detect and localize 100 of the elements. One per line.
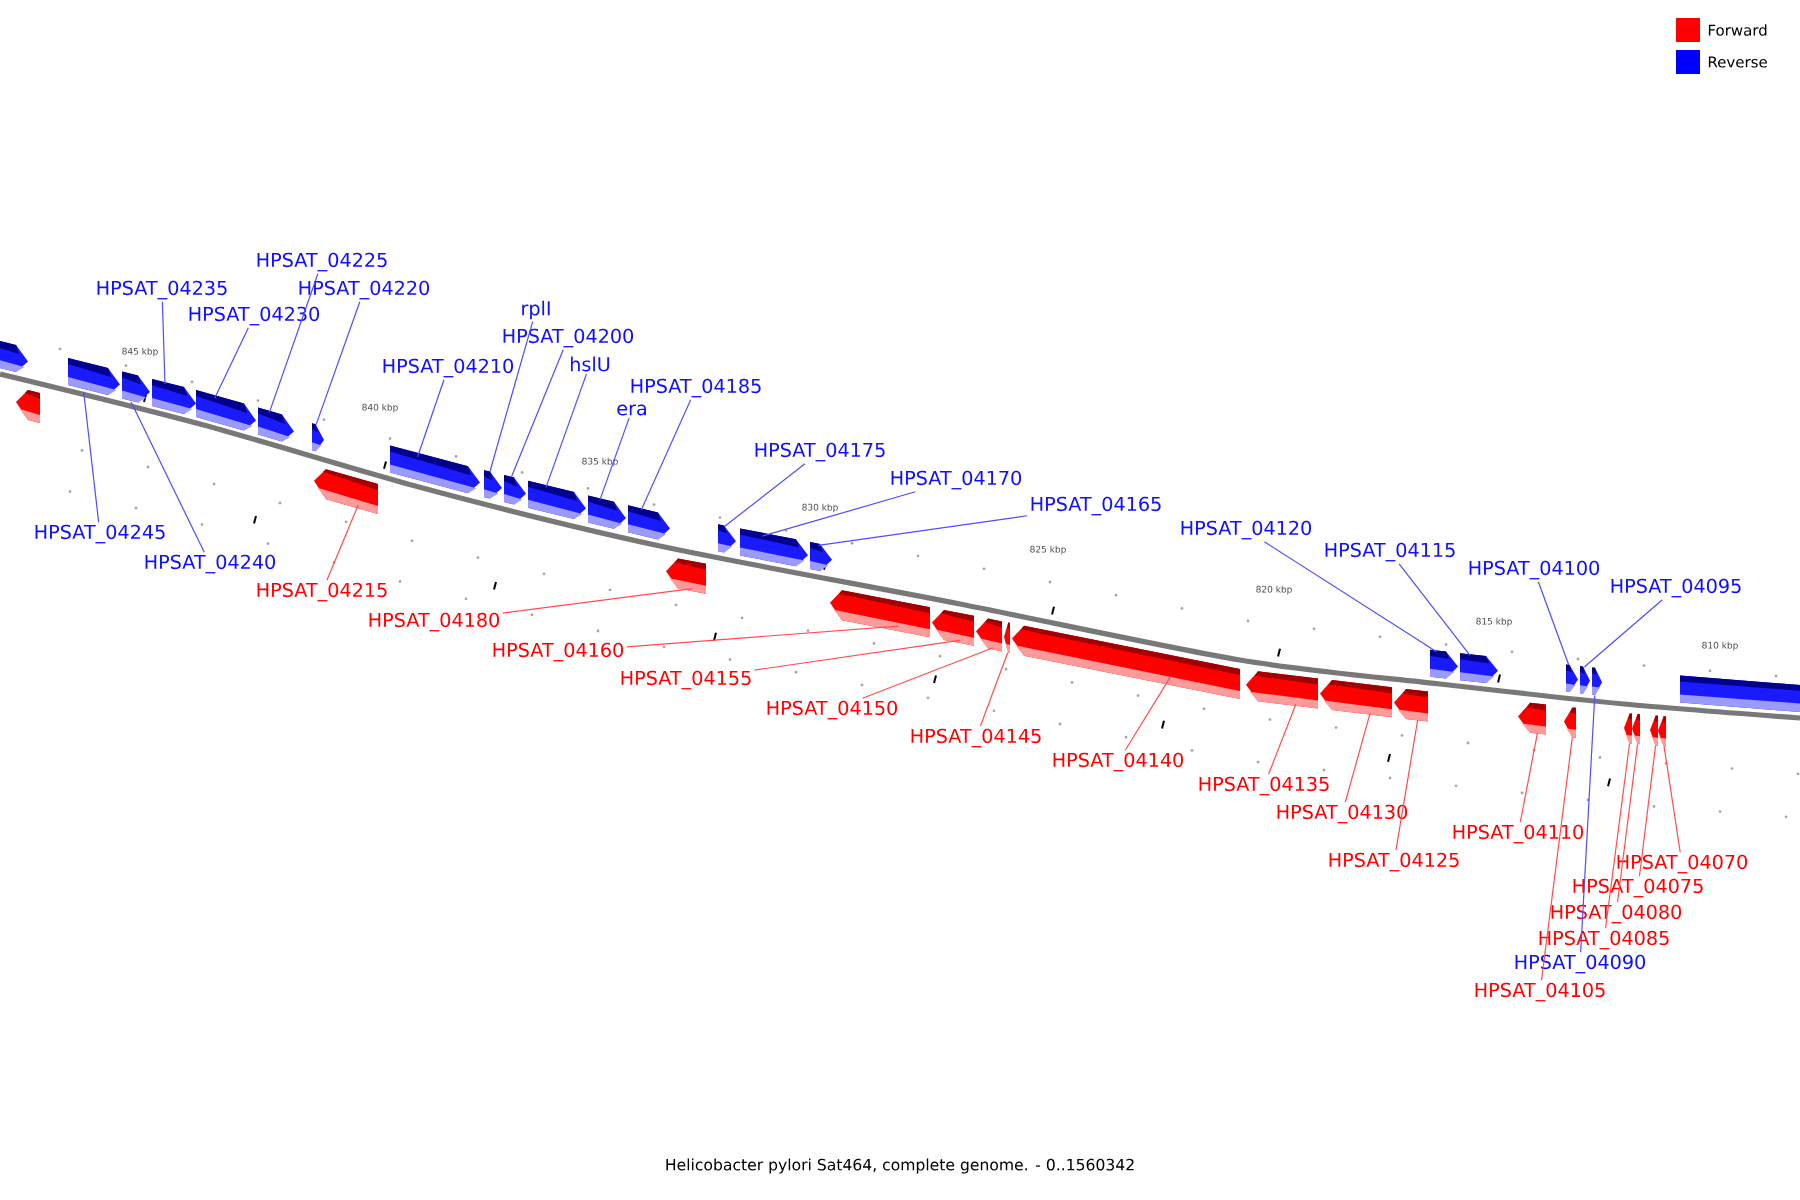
- gene-label: HPSAT_04085: [1539, 930, 1669, 950]
- gene-feature: [1246, 671, 1318, 709]
- gene-feature: [810, 542, 832, 571]
- gene-feature: [588, 495, 626, 529]
- leader-line: [1604, 743, 1631, 929]
- gene-label: HPSAT_04215: [257, 582, 387, 602]
- gene-label: HPSAT_04135: [1199, 776, 1329, 796]
- gene-feature: [1564, 707, 1576, 738]
- leader-line: [861, 647, 994, 699]
- gene-feature: [484, 470, 502, 499]
- leader-line: [599, 417, 630, 501]
- leader-line: [326, 504, 359, 581]
- leader-line: [1583, 599, 1663, 668]
- gene-feature: [196, 390, 256, 431]
- gene-feature: [1580, 666, 1590, 694]
- leader-line: [1537, 581, 1570, 666]
- gene-feature: [504, 475, 526, 505]
- leader-line: [1519, 732, 1538, 823]
- leader-line: [1344, 712, 1371, 803]
- gene-feature: [932, 610, 974, 646]
- gene-label: HPSAT_04185: [631, 378, 761, 398]
- leader-line: [268, 273, 319, 414]
- gene-feature: [1460, 653, 1498, 683]
- leader-line: [502, 588, 693, 614]
- gene-label: HPSAT_04105: [1475, 982, 1605, 1002]
- leader-line: [1638, 745, 1657, 877]
- gene-feature: [628, 505, 670, 540]
- gene-label: HPSAT_04140: [1053, 752, 1184, 772]
- gene-label: HPSAT_04175: [755, 442, 885, 462]
- gene-label: HPSAT_04160: [493, 642, 624, 662]
- gene-feature: [1632, 714, 1640, 745]
- gene-feature: [122, 371, 150, 403]
- gene-label: HPSAT_04095: [1611, 578, 1741, 598]
- gene-feature: [976, 618, 1002, 652]
- gene-label: HPSAT_04230: [189, 306, 320, 326]
- gene-label: era: [617, 404, 646, 416]
- leader-line: [640, 399, 692, 511]
- gene-feature: [1012, 625, 1240, 699]
- gene-feature: [1004, 622, 1010, 653]
- leader-line: [626, 625, 899, 648]
- gene-label: HPSAT_04150: [767, 700, 898, 720]
- gene-label: HPSAT_04165: [1031, 496, 1161, 516]
- gene-feature: [1592, 667, 1602, 695]
- gene-feature: [1658, 716, 1666, 747]
- leader-line: [1663, 745, 1681, 853]
- gene-label: HPSAT_04245: [35, 524, 165, 544]
- leader-line: [315, 301, 361, 426]
- gene-label: hslU: [571, 356, 610, 372]
- gene-label: HPSAT_04110: [1453, 824, 1584, 844]
- leader-line: [1540, 737, 1573, 981]
- leader-line: [161, 301, 166, 385]
- gene-feature: [1394, 689, 1428, 722]
- gene-label: HPSAT_04130: [1277, 804, 1408, 824]
- leader-line: [979, 652, 1009, 727]
- leader-line: [1398, 563, 1471, 656]
- gene-feature: [718, 524, 736, 553]
- gene-label: HPSAT_04115: [1325, 542, 1455, 562]
- gene-feature: [1624, 713, 1632, 744]
- leader-line: [489, 321, 534, 473]
- leader-line: [1268, 703, 1297, 775]
- leader-line: [1616, 743, 1639, 903]
- gene-label: rplI: [522, 300, 550, 320]
- gene-label: HPSAT_04200: [503, 328, 634, 348]
- gene-label: HPSAT_04240: [145, 554, 276, 574]
- leader-line: [1124, 675, 1172, 751]
- gene-feature: [1650, 715, 1658, 746]
- gene-label: HPSAT_04145: [911, 728, 1041, 748]
- gene-feature: [0, 338, 28, 372]
- leader-line: [761, 491, 916, 537]
- gene-label: HPSAT_04125: [1329, 852, 1459, 872]
- gene-label: HPSAT_04220: [299, 280, 430, 300]
- gene-feature: [1680, 675, 1800, 712]
- gene-label: HPSAT_04180: [369, 612, 500, 632]
- leader-line: [1580, 694, 1596, 953]
- gene-feature: [390, 445, 480, 494]
- gene-feature: [314, 469, 378, 514]
- leader-line: [1395, 719, 1419, 851]
- leader-line: [510, 349, 564, 479]
- gene-label: HPSAT_04120: [1181, 520, 1312, 540]
- gene-label: HPSAT_04235: [97, 280, 227, 300]
- gene-feature: [258, 407, 294, 442]
- gene-feature: [1566, 664, 1578, 692]
- leader-line: [83, 391, 100, 523]
- gene-feature: [1430, 649, 1458, 679]
- gene-label: HPSAT_04100: [1469, 560, 1600, 580]
- gene-label: HPSAT_04225: [257, 252, 387, 272]
- leader-line: [754, 639, 961, 671]
- leader-line: [214, 327, 249, 399]
- gene-feature: [16, 390, 40, 423]
- leader-line: [724, 463, 806, 527]
- gene-feature: [666, 558, 706, 594]
- leader-line: [416, 379, 445, 458]
- gene-label: HPSAT_04210: [383, 358, 514, 378]
- gene-feature: [1518, 702, 1546, 735]
- leader-line: [545, 373, 588, 489]
- gene-feature: [312, 423, 324, 452]
- gene-label: HPSAT_04170: [891, 470, 1022, 490]
- gene-label: HPSAT_04155: [621, 670, 751, 690]
- leader-line: [817, 515, 1028, 547]
- gene-label: HPSAT_04090: [1515, 954, 1646, 974]
